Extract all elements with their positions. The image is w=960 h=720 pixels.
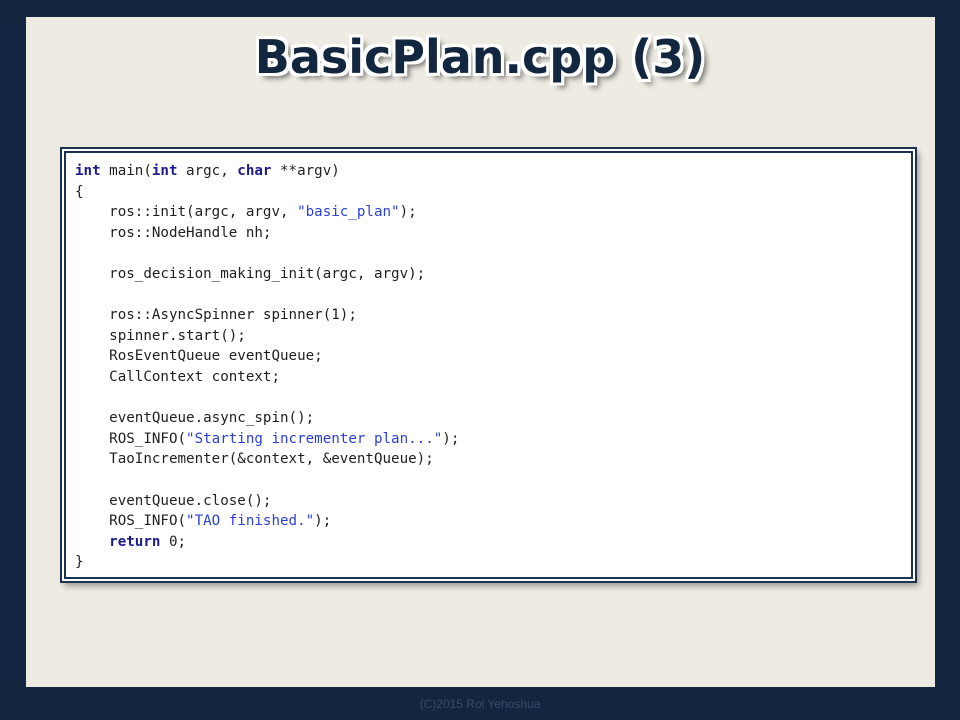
code-text: { — [75, 183, 84, 200]
code-line: ros_decision_making_init(argc, argv); — [75, 264, 911, 285]
code-line: ROS_INFO("TAO finished."); — [75, 511, 911, 532]
code-string: "TAO finished." — [186, 513, 315, 530]
code-keyword: char — [237, 163, 272, 179]
code-text: **argv) — [271, 163, 340, 179]
code-line: ros::NodeHandle nh; — [75, 223, 911, 244]
code-string: "Starting incrementer plan..." — [186, 430, 443, 447]
code-line: { — [75, 182, 911, 203]
code-text: ); — [314, 513, 332, 530]
code-line: int main(int argc, char **argv) — [75, 161, 911, 182]
slide-footer: (C)2015 Roi Yehoshua — [419, 697, 541, 711]
code-line: ROS_INFO("Starting incrementer plan...")… — [75, 429, 911, 450]
code-text: CallContext context; — [75, 368, 280, 385]
code-line: spinner.start(); — [75, 326, 911, 347]
code-text: ); — [399, 204, 417, 221]
code-line: CallContext context; — [75, 367, 911, 388]
code-text: ros::init(argc, argv, — [75, 204, 298, 221]
code-line: eventQueue.async_spin(); — [75, 408, 911, 429]
code-text: ); — [442, 430, 460, 447]
code-text: 0; — [160, 533, 187, 550]
code-line: return 0; — [75, 532, 911, 553]
code-line: ros::AsyncSpinner spinner(1); — [75, 305, 911, 326]
code-text: eventQueue.close(); — [75, 492, 272, 509]
code-text: ROS_INFO( — [75, 430, 187, 447]
code-text: ros_decision_making_init(argc, argv); — [75, 265, 426, 282]
code-string: "basic_plan" — [297, 204, 400, 221]
code-text: eventQueue.async_spin(); — [75, 410, 315, 427]
code-line — [75, 243, 911, 264]
code-text: spinner.start(); — [75, 327, 246, 344]
code-line — [75, 285, 911, 306]
code-block: int main(int argc, char **argv){ ros::in… — [64, 151, 913, 579]
code-keyword: int — [151, 163, 178, 179]
code-keyword: return — [75, 533, 161, 550]
code-line: eventQueue.close(); — [75, 491, 911, 512]
code-line: ros::init(argc, argv, "basic_plan"); — [75, 202, 911, 223]
code-keyword: int — [75, 163, 101, 179]
code-text: } — [75, 554, 84, 571]
code-line: TaoIncrementer(&context, &eventQueue); — [75, 449, 911, 470]
code-text: ros::NodeHandle nh; — [75, 224, 272, 241]
code-line: RosEventQueue eventQueue; — [75, 346, 911, 367]
code-text: argc, — [177, 163, 238, 179]
code-text: TaoIncrementer(&context, &eventQueue); — [75, 451, 434, 468]
code-text: main( — [100, 163, 152, 179]
slide-title: BasicPlan.cpp (3) — [254, 30, 706, 84]
code-line — [75, 470, 911, 491]
code-text: RosEventQueue eventQueue; — [75, 348, 323, 365]
code-line: } — [75, 552, 911, 573]
code-line — [75, 388, 911, 409]
code-text: ROS_INFO( — [75, 513, 187, 530]
code-text: ros::AsyncSpinner spinner(1); — [75, 307, 357, 324]
